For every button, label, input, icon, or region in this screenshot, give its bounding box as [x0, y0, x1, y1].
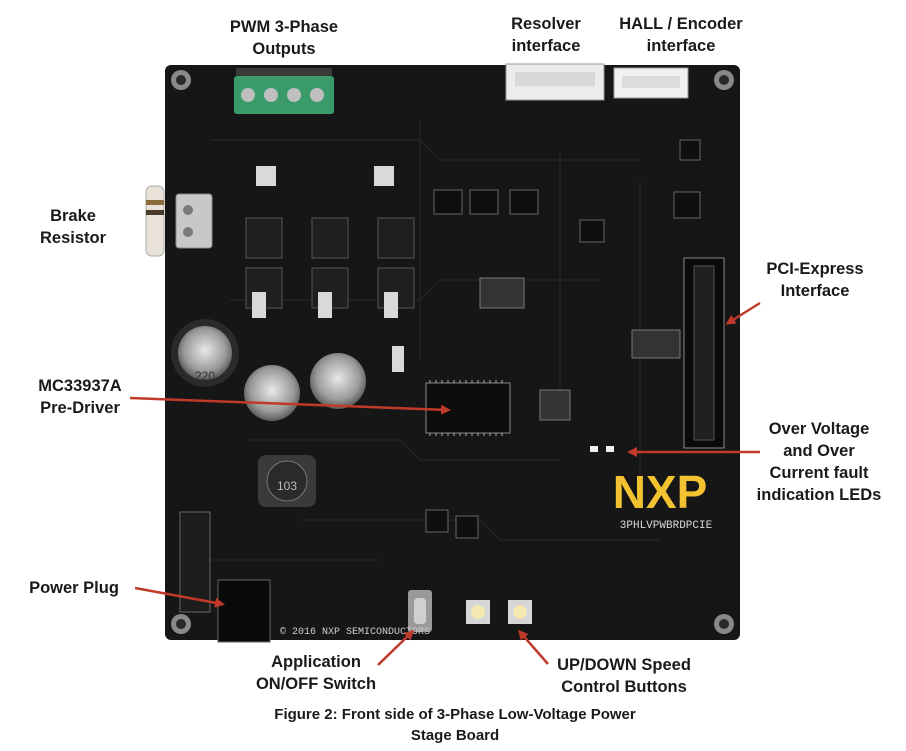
power-plug: [179, 511, 271, 643]
test-pads: [256, 166, 394, 186]
svg-text:© 2016 NXP SEMICONDUCTORS: © 2016 NXP SEMICONDUCTORS: [280, 626, 430, 638]
label-updown-buttons: UP/DOWN Speed Control Buttons: [557, 656, 691, 696]
label-brake: Brake Resistor: [39, 207, 107, 247]
label-fault-leds: Over Voltage and Over Current fault indi…: [756, 420, 882, 504]
mounting-holes: [171, 70, 734, 634]
label-power-plug: Power Plug: [29, 579, 119, 597]
svg-text:NXP: NXP: [613, 466, 708, 518]
label-hall: HALL / Encoder interface: [619, 15, 743, 55]
resolver-connector: [505, 63, 605, 101]
svg-text:3PHLVPWBRDPCIE: 3PHLVPWBRDPCIE: [620, 520, 713, 532]
label-pcie: PCI-Express Interface: [766, 260, 864, 300]
label-predriver: MC33937A Pre-Driver: [38, 377, 122, 417]
current-shunts: [252, 292, 404, 372]
pwm-terminal-block: [234, 68, 334, 114]
label-resolver: Resolver interface: [511, 15, 581, 55]
brake-resistor: [145, 185, 213, 257]
svg-text:103: 103: [277, 479, 297, 493]
svg-text:220: 220: [195, 369, 215, 383]
pointer-arrows: [129, 301, 761, 666]
predriver-ic: [425, 380, 511, 436]
pcb-traces: [200, 120, 660, 561]
pcie-connector: [683, 257, 725, 449]
figure-caption: Figure 2: Front side of 3-Phase Low-Volt…: [274, 706, 636, 744]
speed-buttons: [466, 600, 532, 624]
label-onoff-switch: Application ON/OFF Switch: [255, 653, 377, 693]
onoff-switch: [408, 590, 432, 632]
small-ics: [425, 139, 701, 539]
fault-leds: [590, 446, 614, 452]
pin-headers: [479, 277, 681, 421]
label-pwm: PWM 3-Phase Outputs: [229, 18, 339, 58]
hall-connector: [613, 67, 689, 99]
capacitors: 220: [171, 319, 366, 421]
mosfets: [245, 217, 415, 309]
nxp-logo: NXP 3PHLVPWBRDPCIE: [613, 466, 713, 532]
inductor: 103: [258, 455, 316, 507]
